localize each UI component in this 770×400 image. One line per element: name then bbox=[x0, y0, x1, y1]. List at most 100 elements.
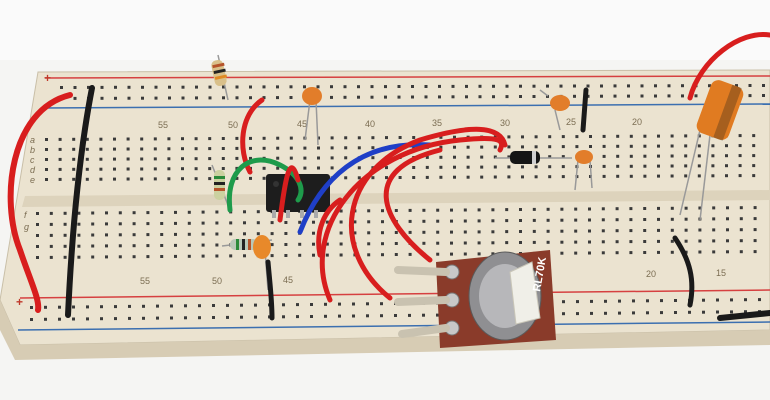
breadboard-hole bbox=[600, 94, 603, 98]
breadboard-hole bbox=[212, 304, 215, 307]
breadboard-hole bbox=[385, 166, 388, 170]
breadboard-hole bbox=[127, 85, 131, 89]
ceramic-capacitor bbox=[574, 150, 593, 191]
breadboard-hole bbox=[726, 206, 729, 210]
breadboard-hole bbox=[601, 218, 605, 222]
breadboard-hole bbox=[201, 221, 205, 225]
breadboard-hole bbox=[601, 251, 605, 255]
breadboard-hole bbox=[118, 233, 122, 237]
breadboard-hole bbox=[181, 147, 184, 151]
breadboard-hole bbox=[627, 94, 630, 98]
breadboard-hole bbox=[681, 94, 684, 98]
breadboard-hole bbox=[91, 211, 95, 215]
breadboard-hole bbox=[438, 84, 441, 88]
breadboard-hole bbox=[312, 220, 315, 224]
breadboard-hole bbox=[560, 218, 564, 222]
breadboard-hole bbox=[201, 210, 205, 214]
breadboard-hole bbox=[289, 156, 293, 160]
breadboard-hole bbox=[284, 243, 288, 246]
breadboard-hole bbox=[229, 221, 233, 225]
breadboard-hole bbox=[394, 314, 397, 317]
breadboard-hole bbox=[181, 157, 184, 161]
breadboard-hole bbox=[618, 311, 621, 315]
breadboard-hole bbox=[330, 156, 334, 160]
breadboard-hole bbox=[298, 220, 302, 224]
breadboard-hole bbox=[394, 242, 398, 245]
breadboard-hole bbox=[58, 137, 62, 141]
wire-black-lower bbox=[265, 259, 275, 321]
breadboard-hole bbox=[146, 233, 150, 237]
breadboard-hole bbox=[465, 84, 468, 88]
breadboard-hole bbox=[425, 165, 429, 169]
breadboard-hole bbox=[215, 221, 219, 225]
breadboard-hole bbox=[91, 244, 95, 248]
breadboard-hole bbox=[477, 230, 481, 234]
breadboard-hole bbox=[602, 174, 606, 178]
breadboard-hole bbox=[380, 314, 383, 318]
breadboard-hole bbox=[477, 219, 481, 223]
breadboard-hole bbox=[160, 211, 164, 214]
breadboard-hole bbox=[670, 239, 674, 243]
breadboard-hole bbox=[339, 209, 343, 213]
breadboard-hole bbox=[142, 316, 145, 320]
breadboard-hole bbox=[118, 222, 122, 226]
breadboard-hole bbox=[463, 241, 467, 245]
breadboard-hole bbox=[439, 145, 443, 149]
breadboard-hole bbox=[412, 176, 416, 179]
breadboard-hole bbox=[602, 164, 606, 168]
electrolytic-capacitor bbox=[679, 80, 744, 221]
breadboard-hole bbox=[657, 239, 660, 243]
breadboard-hole bbox=[99, 157, 103, 161]
breadboard-hole bbox=[602, 134, 606, 138]
breadboard-hole bbox=[276, 136, 280, 140]
breadboard-hole bbox=[574, 218, 578, 222]
breadboard-hole bbox=[505, 230, 509, 234]
row-letter: g bbox=[24, 222, 29, 232]
breadboard-hole bbox=[463, 208, 467, 212]
breadboard-hole bbox=[450, 252, 453, 256]
breadboard-hole bbox=[208, 137, 212, 141]
breadboard-hole bbox=[588, 229, 591, 233]
lower-rail-plus-label: + bbox=[16, 295, 23, 309]
breadboard-hole bbox=[694, 94, 698, 98]
breadboard-hole bbox=[716, 310, 719, 314]
breadboard-hole bbox=[170, 304, 173, 308]
breadboard-hole bbox=[408, 313, 411, 317]
column-number: 50 bbox=[228, 120, 238, 130]
breadboard-hole bbox=[492, 95, 495, 99]
breadboard-hole bbox=[126, 167, 130, 171]
breadboard-hole bbox=[367, 242, 371, 246]
breadboard-hole bbox=[215, 243, 219, 247]
breadboard-hole bbox=[507, 145, 511, 149]
breadboard-hole bbox=[168, 85, 171, 89]
breadboard-hole bbox=[493, 155, 497, 159]
breadboard-hole bbox=[711, 164, 715, 168]
breadboard-hole bbox=[49, 255, 53, 259]
breadboard-hole bbox=[146, 222, 150, 226]
breadboard-hole bbox=[126, 177, 130, 181]
breadboard-hole bbox=[574, 251, 578, 255]
breadboard-hole bbox=[491, 219, 495, 223]
breadboard-hole bbox=[559, 84, 563, 88]
wire-red-long-b bbox=[348, 126, 508, 301]
breadboard-hole bbox=[588, 240, 591, 244]
breadboard-hole bbox=[384, 85, 387, 89]
breadboard-hole bbox=[140, 147, 144, 151]
wire-red-short-b bbox=[316, 197, 343, 258]
breadboard-hole bbox=[201, 254, 205, 258]
breadboard-hole bbox=[507, 165, 511, 169]
breadboard-hole bbox=[63, 244, 67, 248]
breadboard-hole bbox=[194, 167, 198, 171]
wire-green bbox=[226, 157, 304, 213]
breadboard-hole bbox=[667, 84, 671, 88]
breadboard-hole bbox=[752, 164, 756, 168]
breadboard-hole bbox=[657, 154, 660, 158]
breadboard-hole bbox=[36, 223, 39, 226]
breadboard-hole bbox=[167, 147, 171, 151]
breadboard-hole bbox=[146, 244, 150, 248]
breadboard-hole bbox=[534, 135, 538, 139]
breadboard-hole bbox=[222, 96, 225, 100]
breadboard-hole bbox=[480, 175, 484, 179]
breadboard-hole bbox=[708, 84, 711, 88]
breadboard-hole bbox=[339, 253, 343, 257]
